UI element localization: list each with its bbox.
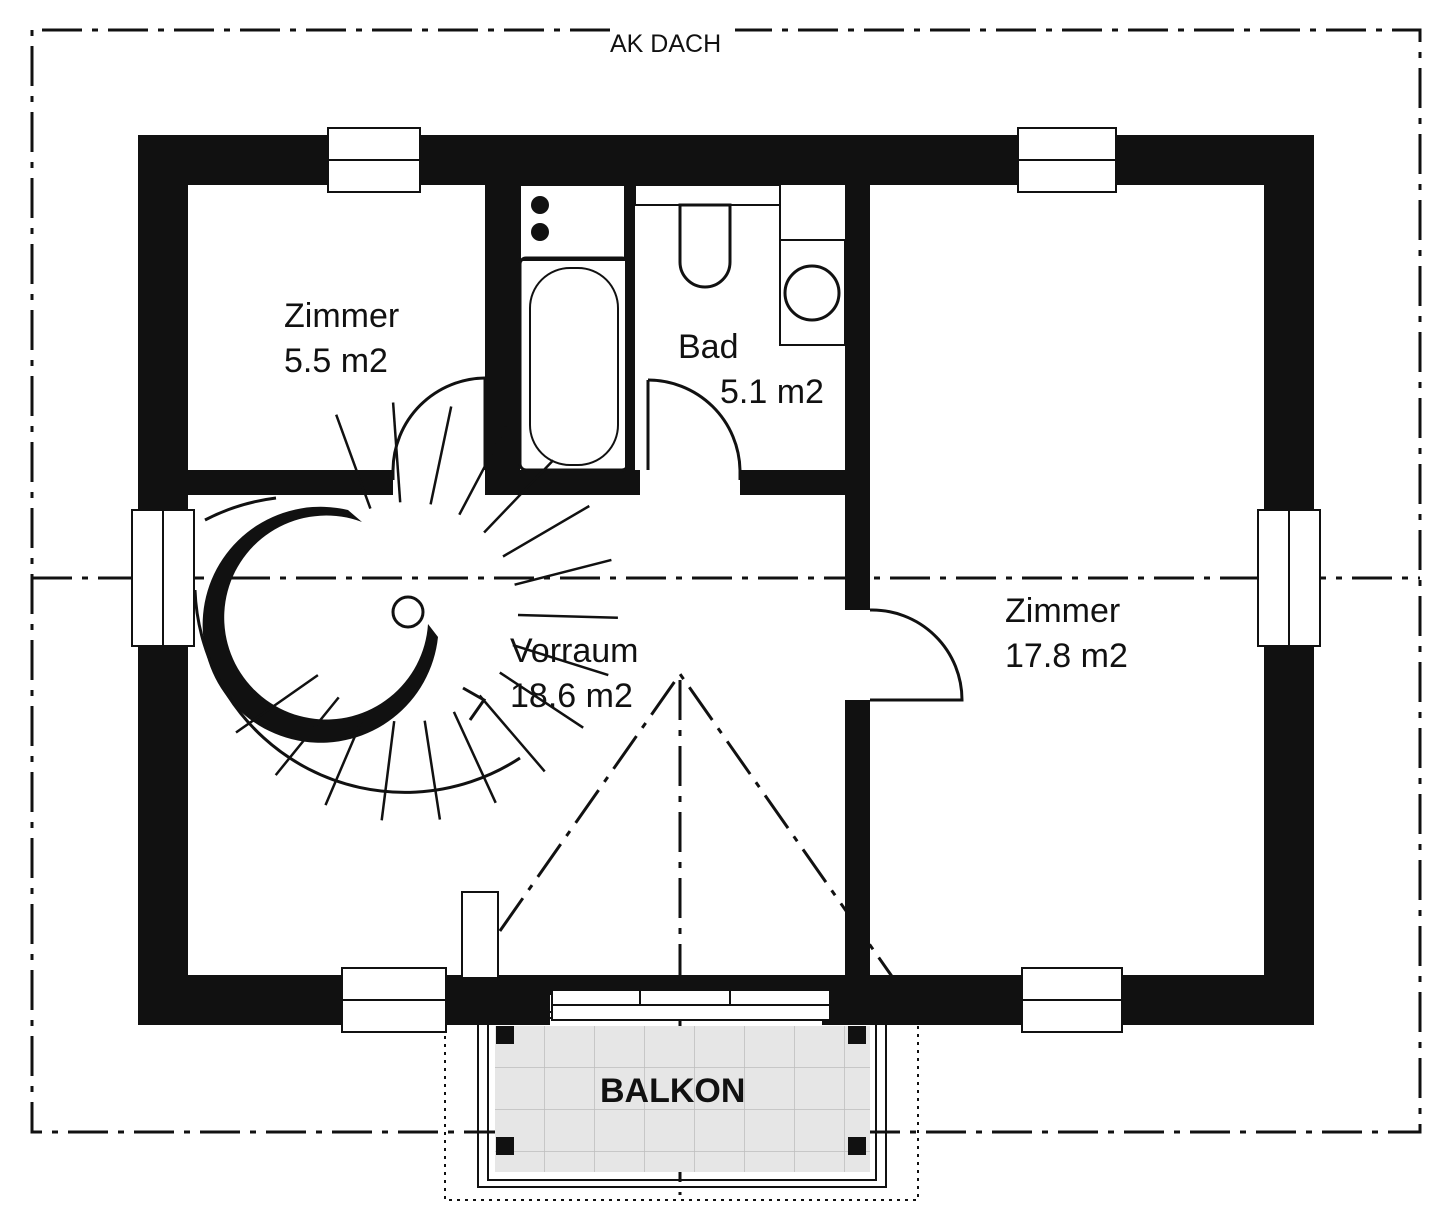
room-small-area: 5.5 m2 bbox=[284, 342, 388, 380]
balcony-post bbox=[848, 1137, 866, 1155]
stair-tread bbox=[423, 720, 442, 820]
door-leaf-balcony bbox=[461, 891, 499, 979]
stair-tread bbox=[235, 674, 319, 734]
stair-tread bbox=[391, 402, 402, 503]
balcony-post bbox=[496, 1137, 514, 1155]
stair-tread bbox=[429, 406, 453, 505]
door-swing-small-room bbox=[391, 376, 486, 480]
door-swing-bath bbox=[647, 378, 742, 480]
stair-tread bbox=[517, 613, 618, 619]
washbasin-icon bbox=[783, 264, 841, 322]
windows bbox=[131, 127, 1321, 1033]
stair-tread bbox=[452, 711, 497, 804]
stair-tread bbox=[502, 504, 590, 558]
walls bbox=[138, 135, 1314, 1025]
stair-tread bbox=[483, 459, 555, 534]
stair-tread bbox=[380, 720, 396, 821]
hall-name: Vorraum bbox=[510, 632, 639, 670]
roof-label: AK DACH bbox=[610, 30, 721, 58]
stair-tread bbox=[478, 694, 546, 773]
bath-name: Bad bbox=[678, 328, 739, 366]
hall-area: 18.6 m2 bbox=[510, 677, 633, 715]
stair-tread bbox=[512, 643, 609, 677]
washbasin-counter bbox=[779, 239, 846, 346]
roof-outline bbox=[30, 28, 1422, 1134]
tap-icon bbox=[531, 196, 549, 214]
toilet-icon bbox=[678, 203, 732, 289]
stair-tread bbox=[274, 696, 340, 776]
balcony-post bbox=[496, 1026, 514, 1044]
bath-area: 5.1 m2 bbox=[720, 373, 824, 411]
bath-cabinet bbox=[519, 184, 626, 261]
bathtub-inner bbox=[529, 267, 619, 466]
balcony-post bbox=[848, 1026, 866, 1044]
door-swing-large-room bbox=[869, 608, 964, 702]
staircase-newel bbox=[391, 595, 425, 629]
labels: AK DACH Zimmer 5.5 m2 Bad 5.1 m2 Vorraum… bbox=[284, 30, 1128, 1110]
doors bbox=[391, 376, 964, 979]
tap-icon bbox=[531, 223, 549, 241]
bath-fixtures bbox=[518, 184, 846, 472]
room-small-name: Zimmer bbox=[284, 297, 399, 335]
stair-tread bbox=[499, 671, 584, 729]
room-large-name: Zimmer bbox=[1005, 592, 1120, 630]
bathtub bbox=[518, 256, 630, 472]
stair-tread bbox=[324, 712, 366, 806]
balcony-label: BALKON bbox=[600, 1072, 745, 1110]
stair-tread bbox=[458, 425, 508, 516]
spiral-staircase bbox=[193, 402, 618, 821]
stair-tread bbox=[335, 414, 372, 510]
room-large-area: 17.8 m2 bbox=[1005, 637, 1128, 675]
stair-tread bbox=[514, 558, 612, 586]
balcony bbox=[444, 1011, 919, 1201]
toilet-cistern bbox=[634, 184, 781, 206]
